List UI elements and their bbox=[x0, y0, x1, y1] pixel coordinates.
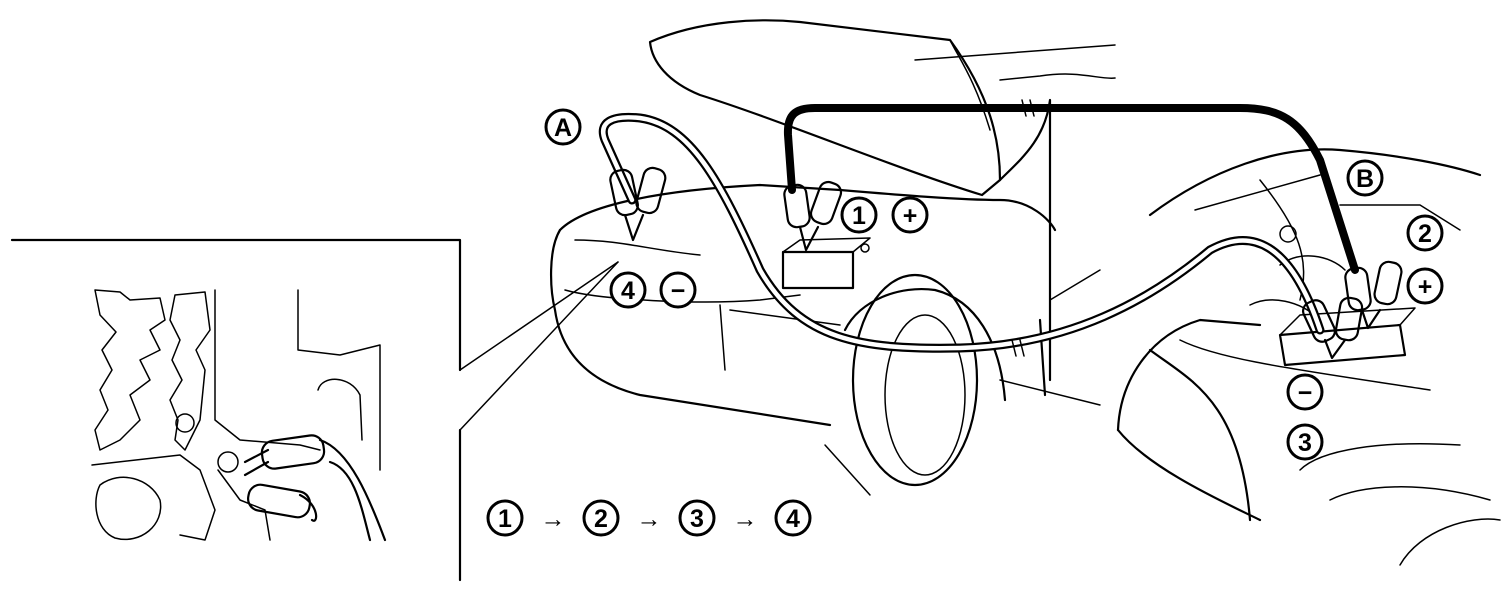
step-3-text: 3 bbox=[1298, 429, 1312, 457]
plus-badge-booster: + bbox=[891, 196, 929, 234]
step-2-text: 2 bbox=[1418, 220, 1432, 248]
engine-bracket bbox=[91, 289, 381, 541]
label-cable-a-text: A bbox=[554, 114, 572, 142]
step-4-text: 4 bbox=[621, 277, 635, 305]
step-3-badge: 3 bbox=[1286, 423, 1324, 461]
sequence-arrow-2: → bbox=[637, 505, 662, 533]
vehicle-booster bbox=[550, 19, 1116, 496]
battery-disabled bbox=[1278, 323, 1407, 367]
step-1-badge: 1 bbox=[840, 196, 878, 234]
sequence-item-3: 3 bbox=[690, 505, 704, 533]
connection-sequence: 1 → 2 → 3 → 4 bbox=[486, 499, 812, 537]
clamps bbox=[609, 166, 1403, 360]
minus-badge-disabled: − bbox=[1286, 373, 1324, 411]
red-cable bbox=[601, 115, 1323, 351]
sequence-item-2: 2 bbox=[594, 505, 608, 533]
sequence-arrow-1: → bbox=[541, 505, 566, 533]
cable-break-mark bbox=[1021, 99, 1035, 117]
open-hood bbox=[648, 19, 1002, 197]
plus-symbol-2: + bbox=[1418, 273, 1433, 301]
inset-clamps bbox=[243, 434, 387, 542]
leader-line-lower bbox=[459, 261, 619, 431]
minus-badge-booster: − bbox=[659, 271, 697, 309]
inset-detail bbox=[10, 238, 619, 582]
label-cable-b-text: B bbox=[1356, 165, 1374, 193]
jumper-cables bbox=[598, 99, 1359, 357]
ground-bolt bbox=[217, 451, 239, 473]
step-2-badge: 2 bbox=[1406, 214, 1444, 252]
minus-symbol: − bbox=[671, 277, 686, 305]
front-wheel bbox=[851, 273, 979, 487]
label-cable-b: B bbox=[1346, 159, 1384, 197]
plus-badge-disabled: + bbox=[1406, 267, 1444, 305]
sequence-item-4: 4 bbox=[786, 505, 800, 533]
clamp-disabled-negative bbox=[1302, 296, 1364, 360]
step-1-text: 1 bbox=[852, 202, 866, 230]
clamp-booster-positive bbox=[783, 180, 843, 252]
sequence-item-1: 1 bbox=[498, 505, 512, 533]
label-cable-a: A bbox=[544, 108, 582, 146]
battery-booster bbox=[781, 250, 855, 290]
plus-symbol: + bbox=[903, 202, 918, 230]
leader-line-upper bbox=[459, 261, 619, 371]
minus-symbol-2: − bbox=[1298, 379, 1313, 407]
sequence-arrow-3: → bbox=[733, 505, 758, 533]
inset-frame-top bbox=[10, 238, 462, 372]
vehicle-disabled bbox=[1116, 148, 1501, 566]
reservoir-cap bbox=[95, 476, 162, 541]
clamp-ground bbox=[609, 166, 667, 242]
step-4-badge: 4 bbox=[609, 271, 647, 309]
black-cable bbox=[783, 104, 1359, 274]
